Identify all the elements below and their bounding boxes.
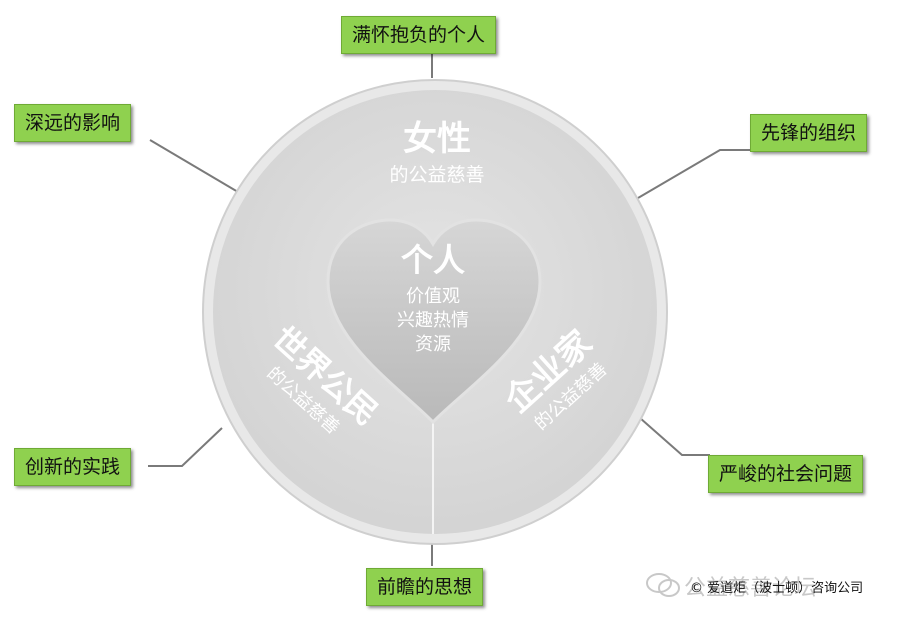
- label-bottom-right: 严峻的社会问题: [708, 455, 864, 493]
- label-top: 满怀抱负的个人: [341, 16, 497, 54]
- heart-line-3: 资源: [415, 334, 451, 355]
- wechat-icon: [646, 573, 680, 597]
- connector-lines: [148, 53, 752, 566]
- label-top-left: 深远的影响: [14, 104, 132, 142]
- connector-top-right: [637, 149, 752, 199]
- heart-line-1: 价值观: [406, 286, 460, 307]
- top-section-title: 女性: [403, 119, 471, 159]
- label-bottom: 前瞻的思想: [366, 568, 484, 606]
- watermark-text: 公益慈善论坛: [684, 576, 817, 601]
- connector-top-left: [149, 139, 239, 193]
- connector-bottom-right: [639, 417, 710, 456]
- heart-line-2: 兴趣热情: [397, 310, 469, 331]
- heart-shape: [326, 218, 542, 425]
- label-bottom-left: 创新的实践: [14, 448, 132, 486]
- copyright-text: © 爱道炬（波士顿）咨询公司: [690, 581, 864, 596]
- heart-title: 个人: [401, 241, 465, 279]
- label-top-right: 先锋的组织: [750, 114, 868, 152]
- top-section-subtitle: 的公益慈善: [389, 164, 484, 186]
- connector-bottom-left: [148, 427, 223, 467]
